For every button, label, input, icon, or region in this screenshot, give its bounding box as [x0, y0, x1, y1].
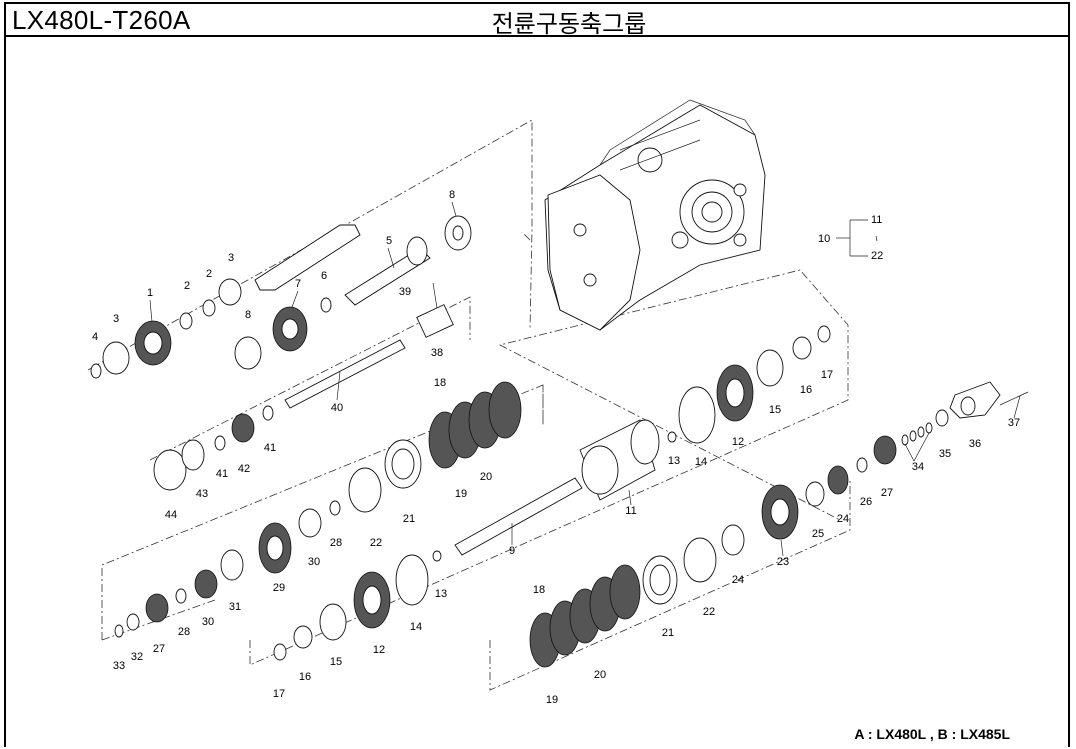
lower-clutch-pack: [529, 381, 1029, 668]
part-callout-c11: 11: [625, 505, 636, 517]
part-callout-c22b: 22: [703, 606, 715, 618]
part-callout-c37: 37: [1008, 417, 1020, 429]
bracket-label-bottom: 22: [871, 250, 883, 262]
leader-lines: [149, 201, 1021, 557]
part-callout-c27b: 27: [881, 487, 893, 499]
group-bracket: 10 11 22: [818, 214, 883, 262]
part-callout-c17a: 17: [273, 688, 285, 700]
part-callout-c13a: 13: [435, 588, 447, 600]
part-callout-c5: 5: [386, 235, 392, 247]
group-title: 전륜구동축그룹: [491, 11, 647, 38]
part-callout-c3b: 3: [228, 252, 234, 264]
part-callout-c20a: 20: [480, 471, 492, 483]
part-callout-c2b: 2: [206, 268, 212, 280]
part-callout-c14a: 14: [410, 621, 422, 633]
part-callout-c24b: 24: [837, 513, 849, 525]
part-callout-c12b: 12: [732, 436, 744, 448]
part-callout-c39: 39: [399, 286, 411, 298]
part-callout-c7: 7: [295, 278, 301, 290]
part-callout-c15a: 15: [330, 656, 342, 668]
part-callout-c16b: 16: [800, 384, 812, 396]
part-callout-c1: 1: [147, 287, 153, 299]
part-callout-c18a: 18: [434, 377, 446, 389]
part-callout-c42: 42: [238, 463, 250, 475]
part-callout-c25: 25: [812, 528, 824, 540]
part-callout-c21b: 21: [662, 627, 674, 639]
part-callout-c8a: 8: [449, 189, 455, 201]
part-callout-c41b: 41: [264, 442, 276, 454]
part-callout-c18b: 18: [533, 584, 545, 596]
part-callout-c12a: 12: [373, 644, 385, 656]
part-callout-c30b: 30: [202, 616, 214, 628]
part-callout-c26: 26: [860, 496, 872, 508]
part-callout-c29: 29: [273, 582, 285, 594]
model-legend: A : LX480L , B : LX485L: [854, 726, 1010, 742]
front-shaft-group: [273, 325, 831, 661]
part-callout-c34: 34: [912, 461, 924, 473]
part-callout-c2a: 2: [184, 280, 190, 292]
part-callout-c41a: 41: [216, 468, 228, 480]
part-callout-c40: 40: [331, 402, 343, 414]
transmission-housing: [544, 99, 766, 331]
part-callout-c31: 31: [229, 601, 241, 613]
part-callout-c14b: 14: [695, 456, 707, 468]
part-callout-c4: 4: [92, 331, 98, 343]
model-code: LX480L-T260A: [12, 5, 191, 35]
part-callout-c23: 23: [777, 556, 789, 568]
part-callout-c20b: 20: [594, 669, 606, 681]
part-callout-c19b: 19: [546, 694, 558, 706]
part-callout-c27a: 27: [153, 643, 165, 655]
part-callout-c33: 33: [113, 660, 125, 672]
part-callout-c28a: 28: [330, 537, 342, 549]
part-callout-c43: 43: [196, 488, 208, 500]
bracket-label-top: 11: [871, 214, 882, 226]
part-callout-c22a: 22: [370, 537, 382, 549]
part-callout-c19a: 19: [455, 488, 467, 500]
part-callout-c15b: 15: [769, 404, 781, 416]
assembly-dash-lines: [87, 119, 851, 691]
part-callout-c21a: 21: [403, 513, 415, 525]
part-callout-c17b: 17: [821, 369, 833, 381]
title-bar: LX480L-T260A 전륜구동축그룹: [4, 2, 1070, 38]
upper-shaft-group: [90, 215, 472, 409]
part-callout-c38: 38: [431, 347, 443, 359]
part-callout-c24a: 24: [732, 574, 744, 586]
part-callout-c16a: 16: [299, 671, 311, 683]
part-callout-c8b: 8: [245, 309, 251, 321]
part-callout-c32: 32: [131, 651, 143, 663]
drawing-frame: [4, 2, 1070, 747]
part-callout-c35: 35: [939, 448, 951, 460]
bracket-label-main: 10: [818, 233, 830, 245]
part-callout-c36: 36: [969, 438, 981, 450]
part-callout-c30a: 30: [308, 556, 320, 568]
part-callout-c13b: 13: [668, 455, 680, 467]
part-callouts: 4312235867839384018192021222830293130282…: [92, 189, 1020, 706]
part-callout-c9: 9: [509, 545, 515, 557]
part-callout-c6: 6: [321, 270, 327, 282]
part-callout-c3a: 3: [113, 313, 119, 325]
middle-row-parts: [114, 381, 522, 638]
part-callout-c28b: 28: [178, 626, 190, 638]
part-callout-c44: 44: [165, 509, 177, 521]
